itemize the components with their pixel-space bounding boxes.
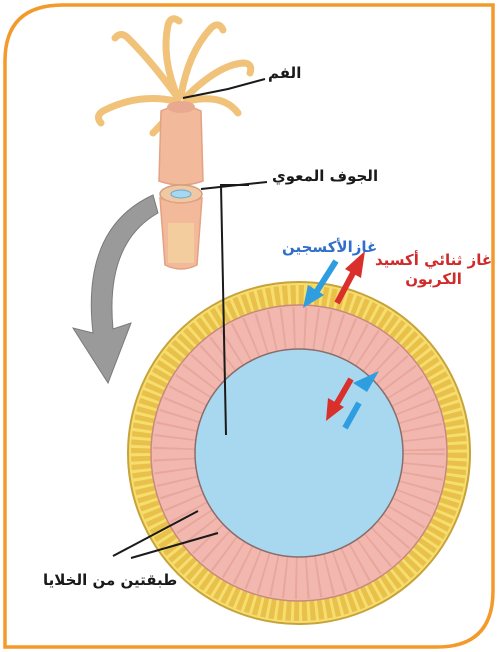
zoom-arrow (73, 195, 158, 383)
label-carbon-dioxide: غاز ثنائي أكسيد الكربون (375, 251, 492, 289)
label-co2-line1: غاز ثنائي أكسيد (375, 251, 492, 270)
label-gut-cavity: الجوف المعوي (272, 167, 378, 186)
label-cell-layers: طبقتين من الخلايا (43, 571, 177, 590)
label-co2-line2: الكربون (375, 270, 492, 289)
label-oxygen: غازالأكسجين (282, 238, 377, 257)
diagram-frame (3, 3, 497, 649)
label-mouth: الفم (268, 64, 301, 83)
cross-section (128, 282, 470, 624)
